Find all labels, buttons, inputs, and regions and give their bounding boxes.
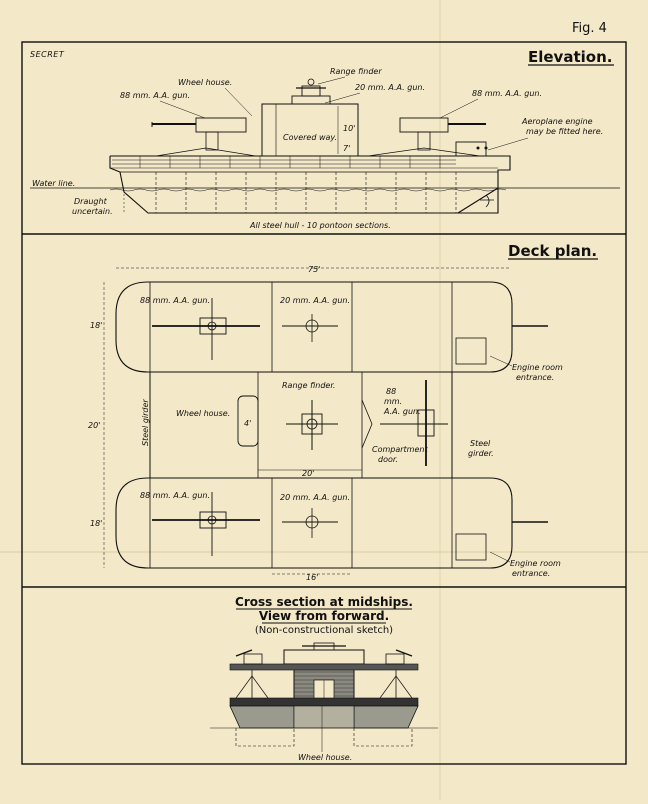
gun-88-mid (380, 380, 448, 466)
hull (109, 155, 511, 214)
aero-engine-label-1: Aeroplane engine (521, 117, 593, 126)
deck-midsection (149, 371, 453, 479)
aa-88-mid-label-3: A.A. gun. (383, 407, 421, 416)
aa-88-left-label: 88 mm. A.A. gun. (120, 91, 190, 100)
elevation-title: Elevation. (528, 48, 612, 66)
aa-20mm-label: 20 mm. A.A. gun. (355, 83, 425, 92)
section-pontoon-left (229, 705, 295, 729)
length-dim: 75' (308, 265, 320, 274)
beam-bottom-dim: 18' (90, 519, 102, 528)
aero-engine-label-2: may be fitted here. (526, 127, 603, 136)
aa-gun-88-left (151, 117, 257, 157)
gun-20-top (282, 314, 338, 342)
water-line-label: Water line. (32, 179, 75, 188)
engine-bottom-label-2: entrance. (512, 569, 550, 578)
range-finder-plan-label: Range finder. (282, 381, 335, 390)
figure-label: Fig. 4 (572, 21, 607, 36)
height-7ft: 7' (343, 144, 350, 153)
range-finder-label: Range finder (330, 67, 382, 76)
gun-88-bottom (152, 492, 260, 556)
classification-stamp: SECRET (30, 50, 65, 59)
section-gun-right (379, 649, 413, 699)
section-subtitle: (Non-constructional sketch) (255, 625, 393, 636)
engine-bottom-label-1: Engine room (510, 559, 561, 568)
section-gun-left (235, 649, 269, 699)
outer-frame (21, 41, 627, 765)
wheel-house-plan (237, 395, 259, 447)
steel-girder-right-label-1: Steel (470, 439, 491, 448)
section-pontoon-right (353, 705, 419, 729)
aa-88-mid-label-1: 88 (386, 387, 396, 396)
hull-note: All steel hull - 10 pontoon sections. (249, 221, 391, 230)
engine-housing (455, 141, 487, 157)
range-finder-plan (286, 400, 338, 450)
elevation-panel: SECRET Elevation. (30, 48, 620, 230)
aa-88-top-label: 88 mm. A.A. gun. (140, 296, 210, 305)
aa-20-bottom-label: 20 mm. A.A. gun. (280, 493, 350, 502)
gun-20-bottom (282, 508, 338, 538)
steel-girder-right-label-2: girder. (468, 449, 494, 458)
aa-88-mid-label-2: mm. (384, 397, 402, 406)
beam-top-dim: 18' (90, 321, 102, 330)
draught-label-1: Draught (74, 197, 108, 206)
wheel-house-plan-label: Wheel house. (176, 409, 230, 418)
deck-plan-panel: Deck plan. 75' 18' 20' 18' (88, 242, 598, 582)
cross-section-panel: Cross section at midships. View from for… (210, 595, 438, 762)
twenty-ft-dim: 20' (302, 469, 314, 478)
height-10ft: 10' (343, 124, 355, 133)
draught-label-2: uncertain. (72, 207, 113, 216)
section-title-2: View from forward. (259, 609, 389, 623)
aa-20-top-label: 20 mm. A.A. gun. (280, 296, 350, 305)
aa-gun-88-right (367, 117, 486, 157)
section-wheel-house-label: Wheel house. (298, 753, 352, 762)
engine-top-label-2: entrance. (516, 373, 554, 382)
compartment-door-label-1: Compartment (372, 445, 428, 454)
deck-plan-title: Deck plan. (508, 242, 597, 260)
compartment-door-label-2: door. (378, 455, 398, 464)
range-finder (291, 78, 331, 105)
engine-top-label-1: Engine room (512, 363, 563, 372)
covered-way-label: Covered way. (283, 133, 337, 142)
wheel-house-label: Wheel house. (178, 78, 232, 87)
four-ft-dim: 4' (244, 419, 251, 428)
pontoon-bottom (115, 477, 513, 569)
sixteen-ft-dim: 16' (306, 573, 318, 582)
aa-88-bottom-label: 88 mm. A.A. gun. (140, 491, 210, 500)
section-range-finder-deck (283, 649, 365, 665)
steel-girder-left-label: Steel girder (141, 399, 150, 446)
aa-88-right-label: 88 mm. A.A. gun. (472, 89, 542, 98)
beam-mid-dim: 20' (88, 421, 100, 430)
section-title-1: Cross section at midships. (235, 595, 413, 609)
gun-88-top (152, 298, 260, 360)
pontoon-top (115, 281, 513, 373)
